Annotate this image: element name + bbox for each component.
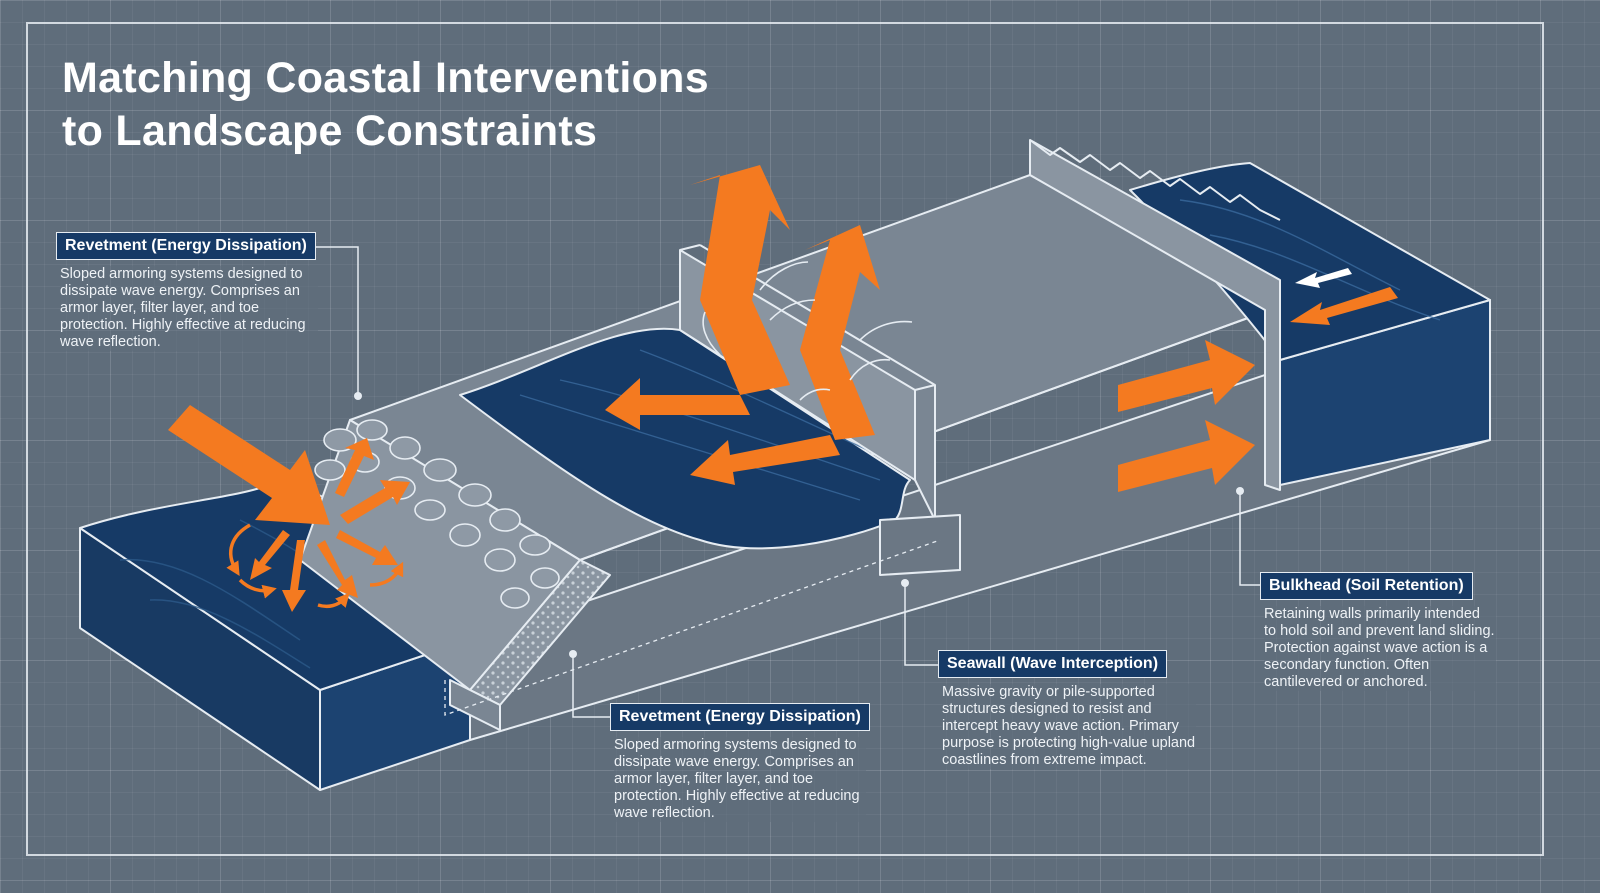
- callout-revetment-bottom: Revetment (Energy Dissipation) Sloped ar…: [610, 703, 870, 822]
- dissipation-arrow-1: [335, 438, 374, 497]
- title-line-2: to Landscape Constraints: [62, 107, 598, 155]
- callout-description: Retaining walls primarily intended to ho…: [1264, 606, 1496, 691]
- leader-lines: [315, 246, 1264, 718]
- water-block-left: [79, 484, 471, 791]
- wave-energy-arrows: [168, 165, 1398, 612]
- incoming-seawall-arrow-2: [690, 435, 840, 485]
- callout-revetment-top: Revetment (Energy Dissipation) Sloped ar…: [56, 232, 318, 351]
- callout-description: Sloped armoring systems designed to diss…: [614, 737, 866, 822]
- soil-pressure-arrow-1: [1118, 340, 1255, 412]
- incoming-wave-arrow: [168, 405, 330, 525]
- callout-label: Revetment (Energy Dissipation): [610, 703, 870, 731]
- splash-lines: [702, 261, 913, 401]
- water-ripples-right: [1179, 199, 1441, 321]
- callout-description: Massive gravity or pile-supported struct…: [942, 684, 1196, 769]
- leader-revetment-bottom: [572, 655, 614, 718]
- dissipation-arrow-2: [340, 480, 410, 524]
- dissipation-arrow-4: [317, 540, 358, 598]
- callout-description: Sloped armoring systems designed to diss…: [60, 266, 318, 351]
- title-line-1: Matching Coastal Interventions: [62, 54, 709, 102]
- filter-layer-line: [444, 539, 941, 716]
- callout-bulkhead: Bulkhead (Soil Retention) Retaining wall…: [1260, 572, 1496, 691]
- small-wave-arrow: [1295, 268, 1352, 288]
- dissipation-arrow-5: [282, 540, 306, 612]
- reflected-wave-arrow-1: [690, 165, 790, 395]
- reflected-wave-arrow-2: [800, 225, 880, 440]
- leader-bulkhead: [1239, 492, 1264, 586]
- callout-label: Bulkhead (Soil Retention): [1260, 572, 1473, 600]
- callout-label: Seawall (Wave Interception): [938, 650, 1168, 678]
- callout-label: Revetment (Energy Dissipation): [56, 232, 316, 260]
- dissipation-arrow-6: [250, 530, 290, 580]
- water-streaks-middle: [519, 349, 891, 501]
- page-title: Matching Coastal Interventions to Landsc…: [62, 52, 709, 158]
- border-frame: [26, 22, 1544, 856]
- incoming-seawall-arrow-1: [605, 378, 750, 430]
- bulkhead-wall: [1029, 139, 1281, 491]
- callout-seawall: Seawall (Wave Interception) Massive grav…: [938, 650, 1196, 769]
- leader-dots: [354, 392, 1244, 658]
- leader-revetment-top: [315, 246, 359, 395]
- dissipation-arrow-3: [336, 530, 398, 565]
- incoming-bulkhead-arrow: [1290, 287, 1398, 325]
- leader-seawall: [904, 585, 944, 666]
- swirl-arrows: [226, 523, 404, 609]
- water-channel-middle: [459, 327, 911, 550]
- soil-pressure-arrow-2: [1118, 420, 1255, 492]
